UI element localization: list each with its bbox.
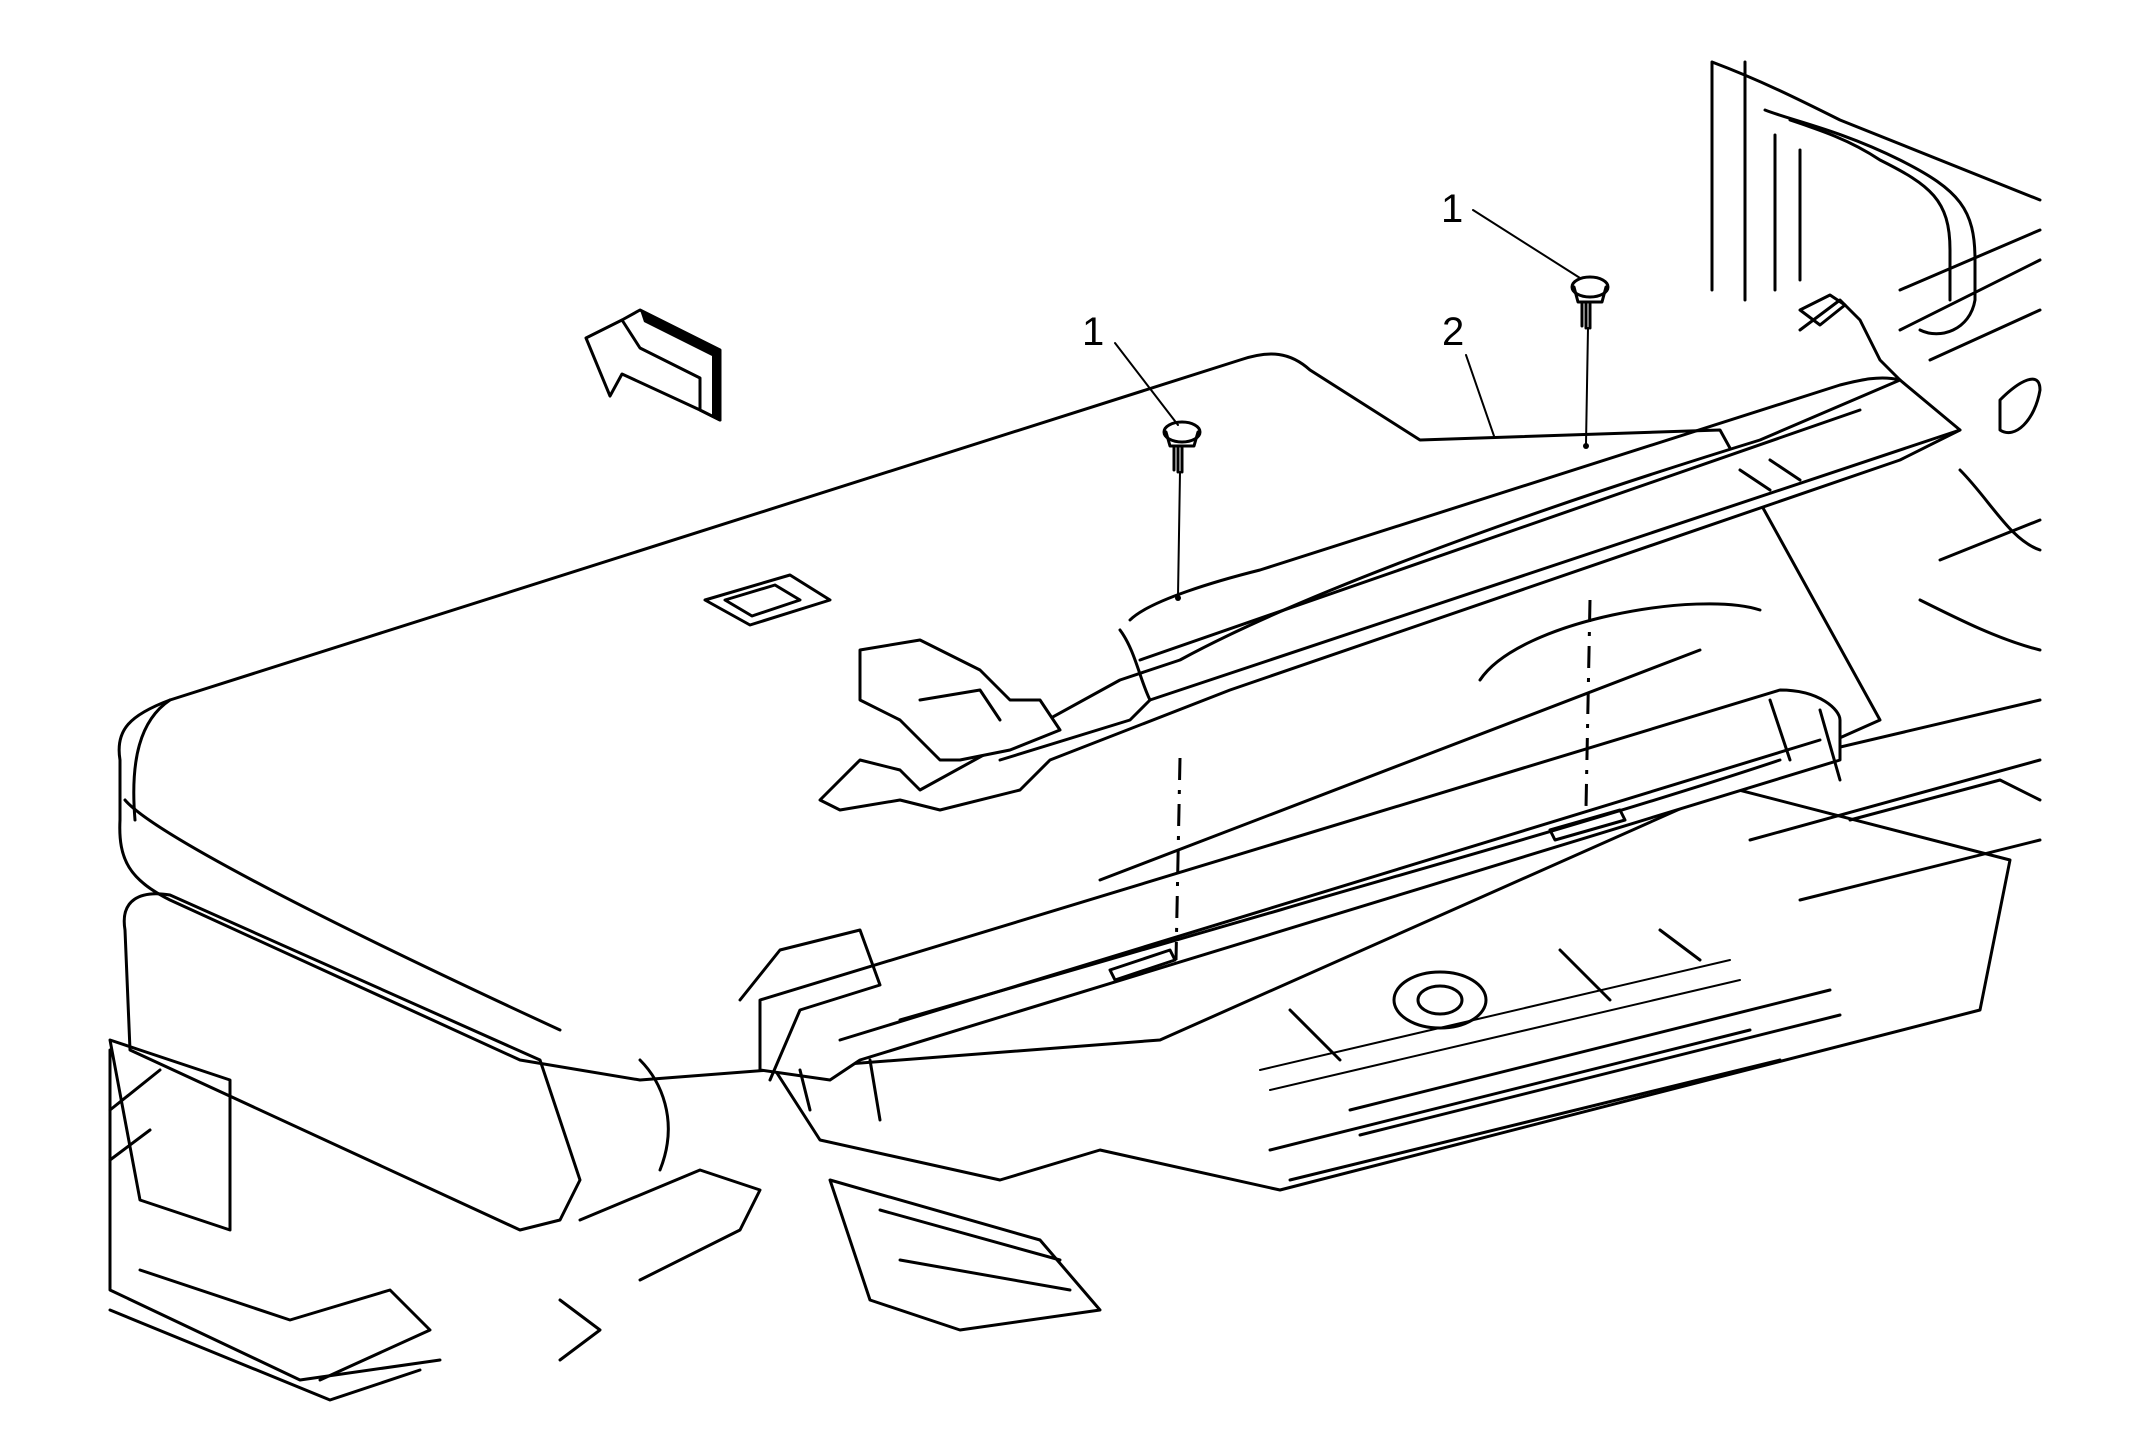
callout-panel: 2 [1442, 310, 1464, 354]
front-arrow-icon [584, 308, 722, 422]
callout-fastener-left: 1 [1082, 310, 1104, 354]
alignment-lines [1174, 599, 1592, 961]
trim-panel [818, 293, 1962, 812]
push-pin-fastener-right [1570, 275, 1610, 449]
seat-base [108, 892, 762, 1402]
push-pin-fastener-left [1162, 420, 1202, 601]
callout-fastener-right: 1 [1441, 187, 1463, 231]
body-side-structure [1710, 60, 2042, 652]
crossmember [738, 688, 1842, 1122]
leader-lines [1114, 209, 1581, 437]
floor-pan [728, 698, 2042, 1332]
